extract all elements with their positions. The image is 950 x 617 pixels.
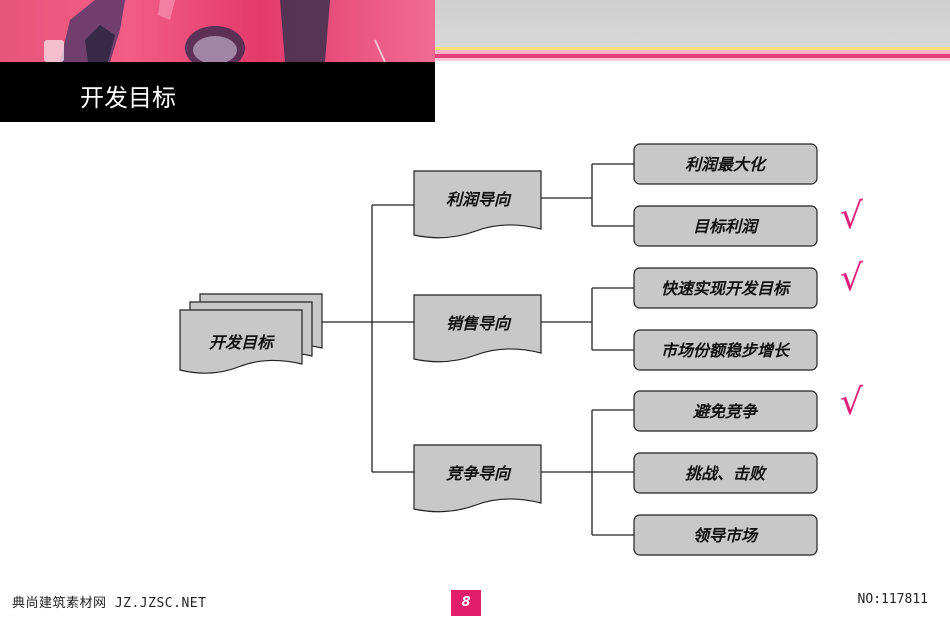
root-node: 开发目标 <box>179 293 323 374</box>
branch-label: 销售导向 <box>446 314 512 333</box>
leaf-label: 目标利润 <box>693 217 760 236</box>
branch-node-sales: 销售导向 <box>413 294 542 363</box>
branch-label: 竞争导向 <box>446 464 512 483</box>
header-stripe <box>435 50 950 54</box>
leaf-label: 快速实现开发目标 <box>661 279 791 298</box>
page-number-badge: 8 <box>451 590 481 616</box>
leaf-node: 领导市场 <box>633 514 818 556</box>
title-bar <box>0 62 435 122</box>
footer-watermark: 典尚建筑素材网 JZ.JZSC.NET <box>12 596 207 611</box>
leaf-node: 目标利润 <box>633 205 818 247</box>
header-stripe <box>435 54 950 58</box>
check-mark-icon: √ <box>840 196 863 237</box>
leaf-node: 挑战、击败 <box>633 452 818 494</box>
leaf-label: 挑战、击败 <box>685 464 768 483</box>
check-mark-icon: √ <box>840 258 863 299</box>
leaf-label: 市场份额稳步增长 <box>661 341 791 360</box>
leaf-node: 避免竞争 <box>633 390 818 432</box>
footer-id: NO:117811 <box>857 592 928 607</box>
leaf-label: 领导市场 <box>693 526 759 545</box>
leaf-node: 利润最大化 <box>633 143 818 185</box>
header-band <box>435 0 950 47</box>
check-mark-icon: √ <box>840 382 863 423</box>
branch-label: 利润导向 <box>446 190 512 209</box>
header-photo <box>0 0 435 62</box>
header-stripe <box>435 58 950 61</box>
branch-node-competition: 竞争导向 <box>413 444 542 513</box>
branch-node-profit: 利润导向 <box>413 170 542 239</box>
leaf-label: 避免竞争 <box>693 402 759 421</box>
leaf-node: 快速实现开发目标 <box>633 267 818 309</box>
leaf-label: 利润最大化 <box>685 155 768 174</box>
root-label: 开发目标 <box>209 333 275 352</box>
leaf-node: 市场份额稳步增长 <box>633 329 818 371</box>
header-stripe <box>435 47 950 50</box>
connector-lines <box>322 163 634 536</box>
page-title: 开发目标 <box>80 84 176 112</box>
